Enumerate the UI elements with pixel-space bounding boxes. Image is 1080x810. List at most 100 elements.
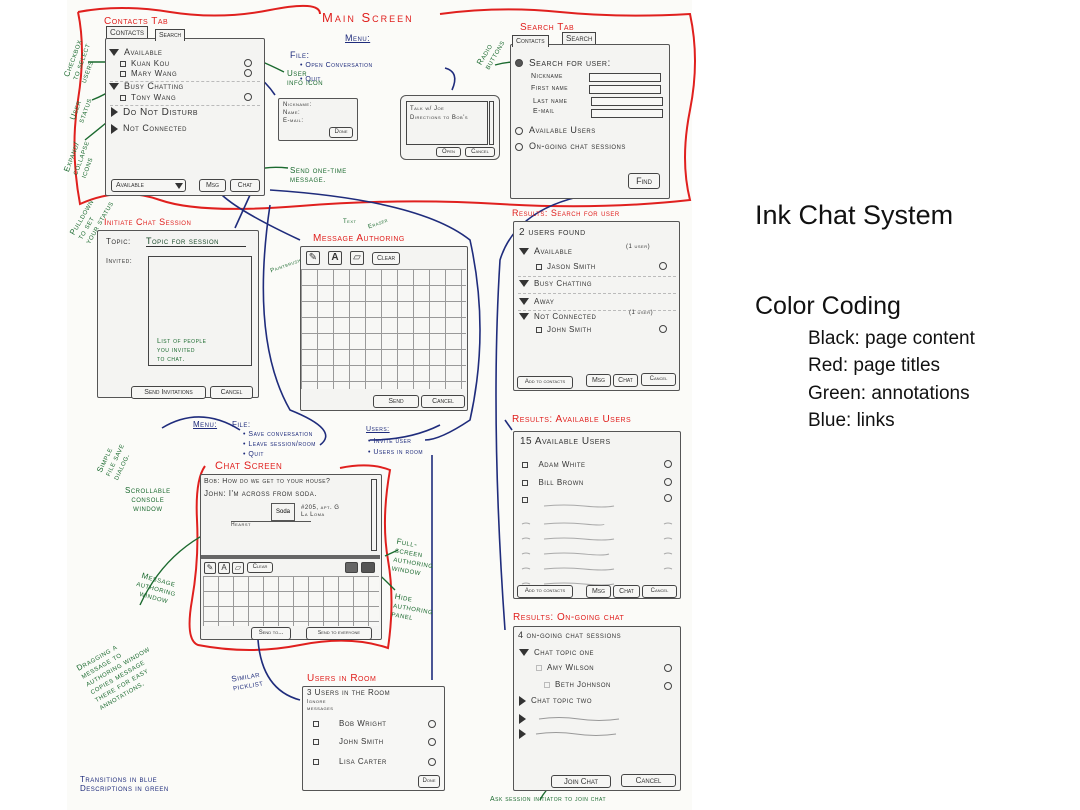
contact-item[interactable]: Tony Wang <box>120 93 176 102</box>
invited-list[interactable]: List of people you invited to chat. <box>148 256 252 366</box>
send-invitations-button[interactable]: Send Invitations <box>131 386 206 399</box>
checkbox[interactable] <box>120 70 126 77</box>
nickname-input[interactable] <box>589 73 661 82</box>
eraser-icon[interactable]: ▱ <box>232 562 244 574</box>
user-item[interactable]: Jason Smith <box>536 262 596 271</box>
msg-button[interactable]: Msg <box>199 179 226 192</box>
text-icon[interactable]: A <box>218 562 230 574</box>
open-button[interactable]: Open <box>436 147 461 157</box>
tab-search[interactable]: Search <box>562 32 597 44</box>
status-select[interactable]: Available <box>111 179 186 192</box>
radio-ongoing-sessions[interactable]: On-going chat sessions <box>515 141 626 151</box>
last-name-input[interactable] <box>591 97 663 106</box>
find-button[interactable]: Find <box>628 173 660 189</box>
info-icon[interactable] <box>664 494 672 502</box>
menu-item-quit[interactable]: • Quit <box>243 451 264 458</box>
chat-button[interactable]: Chat <box>613 585 640 598</box>
radio-search-user[interactable]: Search for user: <box>515 58 611 69</box>
menu-item-invite[interactable]: • Invite user <box>368 438 412 445</box>
hide-panel-icon[interactable] <box>345 562 358 573</box>
chat-topic[interactable]: Chat topic two <box>519 696 592 706</box>
info-icon[interactable] <box>664 664 672 672</box>
info-icon[interactable] <box>428 738 436 746</box>
chat-menu-file[interactable]: File: <box>232 420 251 429</box>
cancel-button[interactable]: Cancel <box>465 147 495 157</box>
console-scrollbar[interactable] <box>371 479 377 551</box>
user-item[interactable]: Amy Wilson <box>536 663 594 672</box>
cancel-button[interactable]: Cancel <box>621 774 676 787</box>
group-available[interactable]: Available <box>109 47 162 57</box>
info-icon[interactable] <box>664 460 672 468</box>
topic-input[interactable]: Topic for session <box>146 236 246 247</box>
collapse-icon[interactable] <box>109 49 119 57</box>
msg-button[interactable]: Msg <box>586 585 611 598</box>
paintbrush-icon[interactable]: ✎ <box>306 251 320 265</box>
info-icon[interactable] <box>659 325 667 333</box>
cancel-button[interactable]: Cancel <box>421 395 465 408</box>
fullscreen-icon[interactable] <box>361 562 375 573</box>
add-to-contacts-button[interactable]: Add to contacts <box>517 376 573 389</box>
group-available[interactable]: Available <box>519 246 572 256</box>
chat-message[interactable]: John: I'm across from soda. <box>204 489 317 498</box>
tab-contacts[interactable]: Contacts <box>106 26 148 38</box>
tab-contacts[interactable]: Contacts <box>512 35 549 47</box>
info-icon[interactable] <box>664 478 672 486</box>
email-input[interactable] <box>591 109 663 118</box>
done-button[interactable]: Done <box>329 127 353 138</box>
text-icon[interactable]: A <box>328 251 342 265</box>
eraser-icon[interactable]: ▱ <box>350 251 364 265</box>
conversation-item[interactable]: Directions to Bob's <box>410 115 469 121</box>
group-not-connected[interactable]: Not Connected <box>111 123 187 134</box>
cancel-button[interactable]: Cancel <box>210 386 253 399</box>
clear-button[interactable]: Clear <box>247 562 273 573</box>
contact-item[interactable]: Kuan Kou <box>120 59 170 68</box>
user-item[interactable] <box>522 494 533 504</box>
group-dnd[interactable]: Do Not Disturb <box>111 107 198 118</box>
paintbrush-icon[interactable]: ✎ <box>204 562 216 574</box>
menu-item-quit[interactable]: • Quit <box>300 76 321 83</box>
tab-search[interactable]: Search <box>155 29 186 41</box>
user-item[interactable]: Lisa Carter <box>313 757 387 766</box>
contact-item[interactable]: Mary Wang <box>120 69 177 78</box>
info-icon[interactable] <box>428 758 436 766</box>
drawing-canvas[interactable] <box>301 269 466 389</box>
info-icon[interactable] <box>659 262 667 270</box>
chat-topic[interactable] <box>519 728 531 739</box>
msg-button[interactable]: Msg <box>586 374 611 387</box>
user-item[interactable]: Beth Johnson <box>544 680 611 689</box>
chat-topic[interactable] <box>519 713 531 724</box>
group-busy[interactable]: Busy Chatting <box>109 81 184 91</box>
radio-available-users[interactable]: Available Users <box>515 125 596 135</box>
group-not-connected[interactable]: Not Connected <box>519 312 596 321</box>
info-icon[interactable] <box>428 720 436 728</box>
expand-icon[interactable] <box>111 123 118 134</box>
user-item[interactable]: Bill Brown <box>522 478 584 487</box>
collapse-icon[interactable] <box>109 83 119 91</box>
expand-icon[interactable] <box>111 107 118 118</box>
checkbox[interactable] <box>120 94 126 101</box>
add-to-contacts-button[interactable]: Add to contacts <box>517 585 573 598</box>
group-busy[interactable]: Busy Chatting <box>519 279 592 288</box>
user-item[interactable]: John Smith <box>313 737 384 746</box>
info-icon[interactable] <box>664 682 672 690</box>
conversation-item[interactable]: Talk w/ Joe <box>410 106 445 112</box>
info-icon[interactable] <box>244 69 252 77</box>
user-item[interactable]: John Smith <box>536 325 592 334</box>
done-button[interactable]: Done <box>418 775 440 788</box>
info-icon[interactable] <box>244 93 252 101</box>
chat-topic[interactable]: Chat topic one <box>519 648 594 657</box>
menu-item-open[interactable]: • Open Conversation <box>300 62 373 69</box>
console-window[interactable]: Bob: How do we get to your house? John: … <box>201 475 369 555</box>
chat-menu-users[interactable]: Users: <box>366 426 390 433</box>
chat-message[interactable]: Bob: How do we get to your house? <box>204 478 331 485</box>
drawing-canvas[interactable] <box>203 576 379 626</box>
clear-button[interactable]: Clear <box>372 252 400 265</box>
menu-item-users-room[interactable]: • Users in room <box>368 449 424 456</box>
send-to-button[interactable]: Send to... <box>251 627 291 640</box>
cancel-button[interactable]: Cancel <box>641 373 676 386</box>
cancel-button[interactable]: Cancel <box>642 585 677 598</box>
user-item[interactable]: Bob Wright <box>313 719 386 728</box>
menu-item-save[interactable]: • Save conversation <box>243 431 313 438</box>
splitter[interactable] <box>201 555 380 559</box>
send-to-everyone-button[interactable]: Send to everyone <box>306 627 372 640</box>
